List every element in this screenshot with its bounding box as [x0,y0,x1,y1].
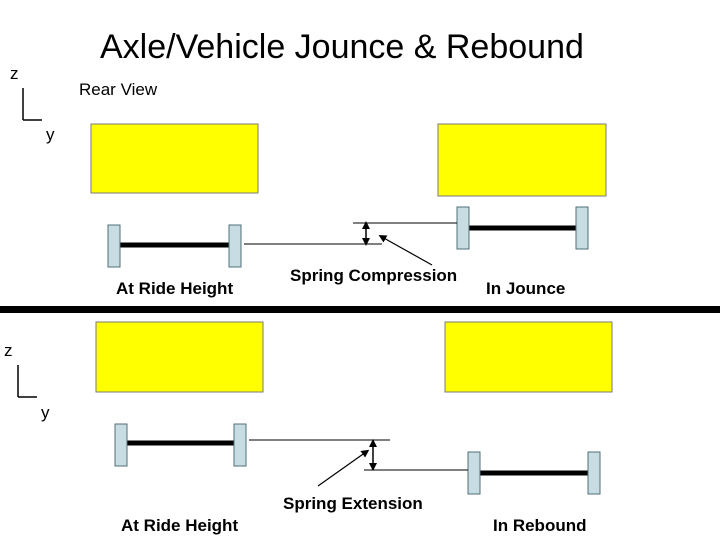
bottom-ride-height-label: At Ride Height [121,516,239,535]
bottom-left-axle-assembly [114,423,247,467]
rebound-label: In Rebound [493,516,587,535]
panel-divider [0,306,720,313]
top-left-wheel-right [228,224,242,268]
top-axis-icon [22,88,42,121]
bottom-axis-icon [17,365,37,398]
bottom-right-axle-assembly [467,451,601,495]
top-ride-height-label: At Ride Height [116,279,234,298]
bottom-left-wheel-left [114,423,128,467]
bottom-left-vehicle-body [95,321,264,393]
spring-extension-label: Spring Extension [283,494,423,513]
bottom-axis-z-label: z [4,341,13,360]
top-left-vehicle-body [90,123,259,194]
bottom-right-vehicle-body [444,321,613,393]
jounce-label: In Jounce [486,279,566,298]
spring-extension-dimension [249,439,468,487]
top-left-axle-assembly [107,224,242,268]
top-axis-y-label: y [46,125,55,144]
page-title: Axle/Vehicle Jounce & Rebound [100,28,584,66]
top-right-wheel-left [456,206,470,250]
bottom-axis-y-label: y [41,403,50,422]
bottom-right-wheel-left [467,451,481,495]
top-axis-z-label: z [10,64,19,83]
bottom-right-wheel-right [587,451,601,495]
bottom-left-wheel-right [233,423,247,467]
top-left-wheel-left [107,224,121,268]
view-label: Rear View [79,80,158,99]
spring-compression-dimension [244,221,457,266]
top-right-vehicle-body [437,123,607,197]
spring-compression-label: Spring Compression [290,266,458,285]
top-right-wheel-right [575,206,589,250]
top-right-axle-assembly [456,206,589,250]
